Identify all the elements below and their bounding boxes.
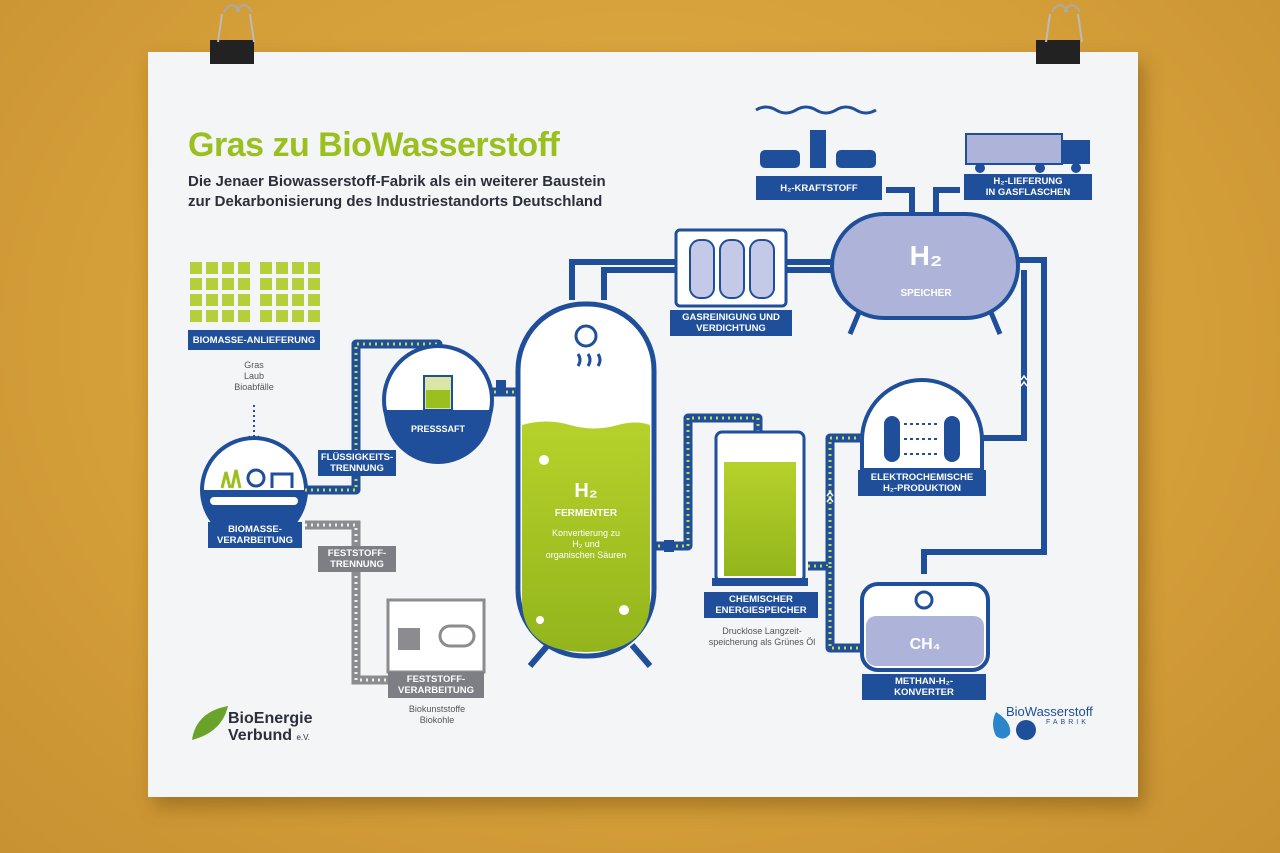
solids-processing-icon [386,598,486,674]
poster-subtitle-line2: zur Dekarbonisierung des Industriestando… [188,193,603,210]
binder-clip-right [1036,4,1083,64]
biowasserstoff-drop-icon [993,712,1036,740]
gas-cleaning-unit-icon [674,228,788,308]
poster-subtitle-line1: Die Jenaer Biowasserstoff-Fabrik als ein… [188,173,606,190]
label-elektrochemische: ELEKTROCHEMISCHE H₂-PRODUKTION [858,470,986,496]
label-h2-kraftstoff: H₂-KRAFTSTOFF [756,176,882,200]
note-biomasse-inputs: Gras Laub Bioabfälle [234,360,274,392]
fermenter-h2-symbol: H₂ [574,480,598,502]
presssaft-vessel-icon [382,344,506,464]
grass-bales-icon [190,262,320,322]
logo-bioenergie-line1: BioEnergie [228,710,313,727]
truck-icon [965,133,1090,173]
h2-storage-tank-icon [830,212,1020,335]
label-chemischer-energiespeicher: CHEMISCHER ENERGIESPEICHER [704,592,818,618]
label-gasreinigung: GASREINIGUNG UND VERDICHTUNG [670,310,792,336]
logo-bioenergie-line2: Verbund [228,727,293,744]
poster-title: Gras zu BioWasserstoff [188,126,560,164]
label-fermenter: FERMENTER [554,508,618,519]
speicher-h2-symbol: H₂ [909,240,943,271]
biowasserstoff-logo-fabrik: FABRIK [1046,719,1089,726]
note-feststoff-outputs: Biokunststoffe Biokohle [408,704,466,725]
note-fermenter-desc: Konvertierung zu H₂ und organischen Säur… [545,528,627,560]
methane-converter-tank-icon [860,582,990,672]
biowasserstoff-logo-text: BioWasserstoff [1006,704,1093,719]
gas-pipe-network [569,187,1047,574]
label-speicher: SPEICHER [900,288,952,299]
label-presssaft: PRESSSAFT [410,424,465,434]
label-feststofftrennung: FESTSTOFF- TRENNUNG [318,546,396,572]
solids-pipe [305,520,392,685]
chemical-storage-tank-icon [712,430,808,586]
logo-bioenergie-line2-wrap: Verbund e.V. [228,727,312,746]
electrochemical-cell-icon [860,378,984,472]
label-fluessigkeitstrennung: FLÜSSIGKEITS- TRENNUNG [318,450,396,476]
note-speicher-desc: Drucklose Langzeit- speicherung als Grün… [708,626,816,647]
bioenergie-leaf-icon [192,706,228,740]
gas-flow-chevrons [826,374,1028,503]
label-biomasse-verarbeitung: BIOMASSE- VERARBEITUNG [208,522,302,548]
h2-fuel-station-icon [755,105,877,168]
label-methan-konverter: METHAN-H₂- KONVERTER [862,674,986,700]
label-h2-lieferung: H₂-LIEFERUNG IN GASFLASCHEN [964,174,1092,200]
ch4-symbol: CH₄ [909,636,941,653]
label-biomasse-anlieferung: BIOMASSE-ANLIEFERUNG [188,330,320,350]
bioenergie-verbund-logo: BioEnergie Verbund e.V. [228,710,312,746]
poster-subtitle: Die Jenaer Biowasserstoff-Fabrik als ein… [188,172,658,212]
binder-clip-left [210,4,255,64]
logo-bioenergie-suffix: e.V. [296,733,310,742]
fermenter-tank-icon [515,301,674,668]
label-feststoffverarbeitung: FESTSTOFF- VERARBEITUNG [388,672,484,698]
